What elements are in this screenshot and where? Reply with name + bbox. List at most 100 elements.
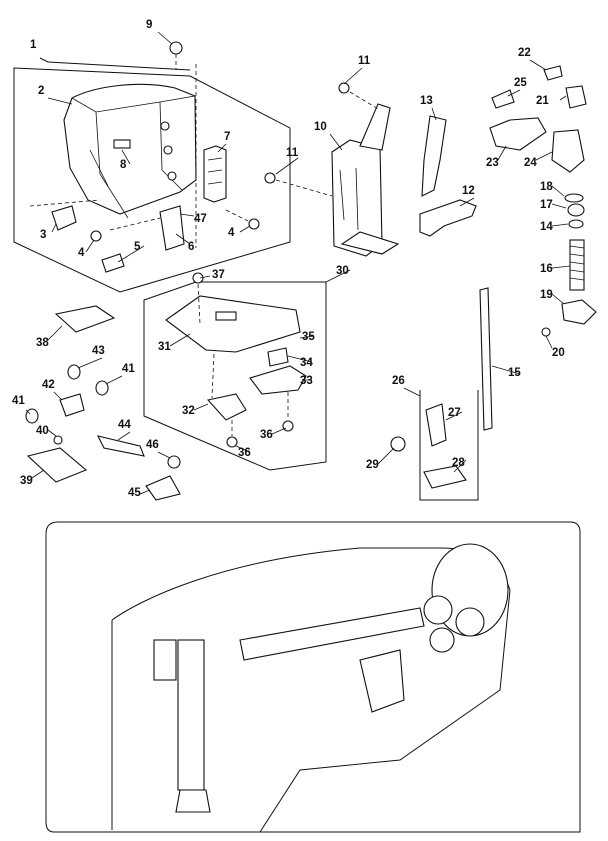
callout-33: 33: [300, 375, 313, 387]
callout-39: 39: [20, 475, 33, 487]
callout-25: 25: [514, 77, 527, 89]
callout-32: 32: [182, 405, 195, 417]
needle-bar-assembly: [177, 639, 205, 791]
group-presser: [390, 287, 493, 501]
callout-30: 30: [336, 265, 349, 277]
callout-44: 44: [118, 419, 131, 431]
group-lower-left: [25, 305, 181, 501]
gear-2: [455, 607, 485, 637]
callout-8: 8: [120, 159, 127, 171]
part-19: [561, 299, 597, 325]
frame-10-foot: [340, 231, 400, 255]
callout-12: 12: [462, 185, 475, 197]
part-44: [96, 435, 145, 457]
callout-4b: 4: [228, 227, 235, 239]
group-thread-frame: [264, 82, 477, 257]
screw-4a: [90, 230, 102, 242]
part-41b: [25, 408, 39, 424]
callout-43: 43: [92, 345, 105, 357]
machine-overview: [45, 521, 581, 833]
part-21: [565, 85, 587, 109]
callout-29: 29: [366, 459, 379, 471]
gear-3: [429, 627, 455, 653]
callout-2: 2: [38, 85, 44, 97]
part-42: [59, 393, 85, 417]
callout-41b: 41: [12, 395, 25, 407]
screw-11b: [264, 172, 276, 184]
callout-23: 23: [486, 157, 499, 169]
callout-10: 10: [314, 121, 327, 133]
hinge-bracket: [203, 145, 227, 203]
callout-45: 45: [128, 487, 141, 499]
screw-36a: [282, 420, 294, 432]
screw-4b: [248, 218, 260, 230]
callout-3: 3: [40, 229, 46, 241]
part-43: [67, 364, 81, 380]
callout-28: 28: [452, 457, 465, 469]
spring-16: [569, 239, 585, 291]
callout-37: 37: [212, 269, 225, 281]
part-33: [249, 365, 307, 395]
callout-31: 31: [158, 341, 171, 353]
presser-bar-15: [479, 287, 493, 431]
callout-42: 42: [42, 379, 55, 391]
group-30-needle-plate: [143, 272, 327, 471]
callout-13: 13: [420, 95, 433, 107]
callout-40: 40: [36, 425, 49, 437]
plate-38: [54, 305, 116, 333]
cover-slot: [113, 139, 131, 149]
overview-frame: [45, 521, 581, 833]
part-24: [551, 129, 585, 173]
face-cover-shell: [63, 83, 197, 215]
part-27: [425, 403, 447, 447]
small-plate: [159, 205, 185, 251]
callout-26: 26: [392, 375, 405, 387]
screw-29: [390, 436, 406, 452]
part-20: [541, 327, 551, 337]
callout-47: 47: [194, 213, 207, 225]
overview-cam: [359, 649, 405, 713]
callout-16: 16: [540, 263, 553, 275]
callout-36b: 36: [238, 447, 251, 459]
part-46: [167, 455, 181, 469]
part-25: [491, 89, 515, 109]
screw-37: [192, 272, 204, 284]
part-12: [419, 199, 477, 237]
latch-3: [51, 205, 77, 231]
cover-hole-1: [160, 121, 170, 131]
callout-11b: 11: [286, 147, 299, 159]
callout-36a: 36: [260, 429, 273, 441]
callout-46: 46: [146, 439, 159, 451]
callout-4a: 4: [78, 247, 85, 259]
part-40: [53, 435, 63, 445]
part-45: [145, 475, 181, 501]
part-39: [26, 447, 88, 483]
part-23: [489, 117, 547, 151]
plate-slot: [215, 311, 237, 321]
callout-21: 21: [536, 95, 549, 107]
callout-38: 38: [36, 337, 49, 349]
callout-27: 27: [448, 407, 461, 419]
part-22: [543, 65, 563, 81]
callout-17: 17: [540, 199, 553, 211]
callout-6: 6: [188, 241, 194, 253]
group-tension: [489, 65, 597, 337]
group-1-face-cover: [13, 41, 291, 293]
callout-18: 18: [540, 181, 553, 193]
needle-plate-31: [165, 295, 301, 353]
screw-11a: [338, 82, 350, 94]
overview-foot: [175, 789, 211, 813]
callout-9: 9: [146, 19, 152, 31]
callout-14: 14: [540, 221, 553, 233]
callout-7: 7: [224, 131, 230, 143]
callout-1: 1: [30, 39, 37, 51]
part-32: [206, 393, 247, 421]
part-13: [421, 115, 447, 197]
bracket-5: [101, 253, 125, 273]
head-parts: [153, 639, 177, 681]
main-shaft: [239, 607, 425, 661]
callout-11a: 11: [358, 55, 371, 67]
callout-41a: 41: [122, 363, 135, 375]
